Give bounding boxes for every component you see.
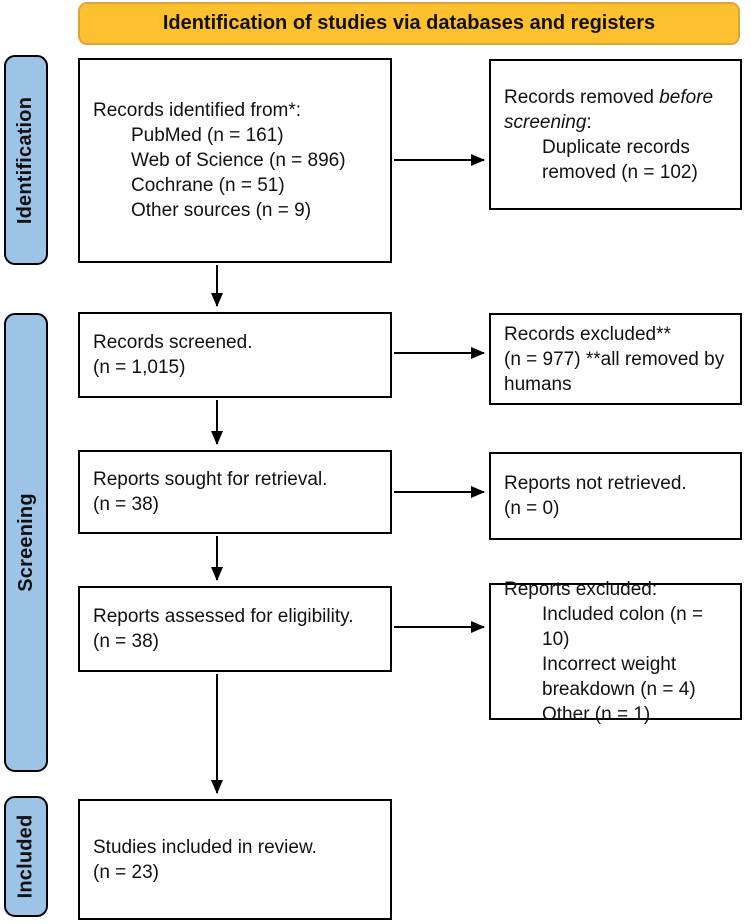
box-line: Studies included in review.	[93, 836, 317, 858]
box-reports-assessed: Reports assessed for eligibility. (n = 3…	[78, 586, 392, 672]
box-line: Reports assessed for eligibility.	[93, 606, 354, 627]
box-item: Other (n = 1)	[542, 703, 651, 725]
box-records-removed-before-screening: Records removed before screening: Duplic…	[489, 59, 742, 210]
box-line: (n = 977) **all removed by humans	[504, 348, 725, 395]
box-records-identified: Records identified from*: PubMed (n = 16…	[78, 58, 392, 263]
box-records-screened: Records screened. (n = 1,015)	[78, 312, 392, 398]
box-line: (n = 38)	[93, 494, 160, 515]
stage-label-screening: Screening	[4, 313, 48, 772]
box-item: Duplicate records removed (n = 102)	[542, 136, 698, 183]
box-line: (n = 0)	[504, 498, 560, 519]
banner-title: Identification of studies via databases …	[78, 2, 740, 45]
box-line: (n = 38)	[93, 631, 160, 652]
box-line: Reports not retrieved.	[504, 473, 687, 494]
box-studies-included: Studies included in review. (n = 23)	[78, 799, 392, 920]
stage-label-identification: Identification	[4, 55, 48, 265]
box-reports-not-retrieved: Reports not retrieved. (n = 0)	[489, 452, 742, 540]
box-title: Reports excluded:	[504, 578, 658, 600]
box-title-suffix: :	[586, 111, 592, 133]
box-line: (n = 23)	[93, 861, 160, 883]
box-item: Cochrane (n = 51)	[131, 175, 285, 196]
stage-label-included: Included	[4, 796, 48, 917]
box-line: (n = 1,015)	[93, 357, 186, 378]
box-title-italic: before screening	[504, 86, 714, 133]
stage-label-included-text: Included	[14, 814, 37, 899]
box-line: Records screened.	[93, 332, 253, 353]
box-records-excluded: Records excluded** (n = 977) **all remov…	[489, 313, 742, 405]
box-item: Incorrect weight breakdown (n = 4)	[542, 653, 696, 700]
box-line: Records excluded**	[504, 323, 671, 345]
box-title-text: Records removed	[504, 86, 660, 108]
box-line: Reports sought for retrieval.	[93, 469, 328, 490]
box-item: Web of Science (n = 896)	[131, 150, 346, 171]
box-item: Included colon (n = 10)	[542, 603, 704, 650]
stage-label-screening-text: Screening	[14, 493, 37, 592]
box-reports-sought: Reports sought for retrieval. (n = 38)	[78, 450, 392, 534]
box-title: Records identified from*:	[93, 100, 302, 121]
box-reports-excluded: Reports excluded: Included colon (n = 10…	[489, 579, 742, 725]
box-title: Records removed before screening:	[504, 85, 734, 135]
box-item: Other sources (n = 9)	[131, 200, 312, 221]
box-item: PubMed (n = 161)	[131, 125, 284, 146]
stage-label-identification-text: Identification	[14, 96, 37, 224]
